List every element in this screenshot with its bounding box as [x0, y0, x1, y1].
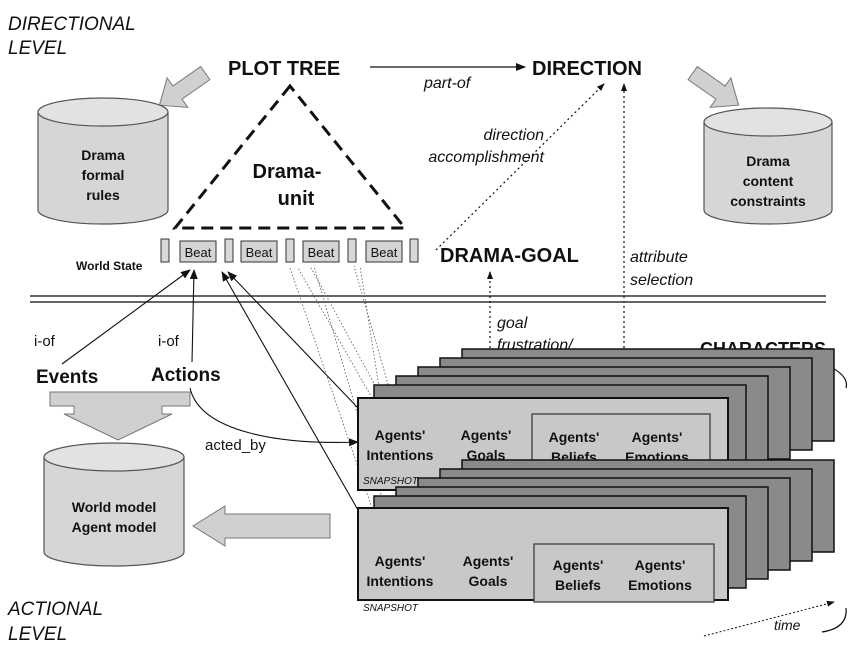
agents-emotions-line1: Agents': [635, 557, 686, 573]
world-state-slot: [160, 238, 170, 263]
world-model-line1: World model: [72, 499, 157, 515]
world-model-line2: Agent model: [72, 519, 157, 535]
beat-box-label: Beat: [308, 245, 335, 260]
directional-level-label-line1: DIRECTIONAL: [8, 14, 136, 35]
agents-beliefs-line2: Beliefs: [555, 577, 601, 593]
direction-accomplishment-arrow: [435, 83, 605, 251]
big-arrow-to-formal-rules: [158, 65, 211, 108]
beat-box: [365, 240, 403, 263]
beat-box-label: Beat: [371, 245, 398, 260]
attribute-selection-line2: selection: [630, 272, 693, 289]
agents-beliefs-line1: Agents': [553, 557, 604, 573]
snapshot-label: SNAPSHOT: [363, 603, 419, 614]
directional-level-label-line2: LEVEL: [8, 38, 67, 59]
agents-intentions-line2: Intentions: [367, 573, 434, 589]
world-state-slot: [409, 238, 419, 263]
snapshot-card-lower: Agents' Intentions Agents' Goals Agents'…: [357, 507, 729, 614]
agents-intentions-line1: Agents': [375, 553, 426, 569]
snapshot-dotted-link: [309, 265, 383, 399]
world-state-slot: [285, 238, 295, 263]
actions-to-beat-arrow: [189, 269, 198, 363]
i-of-actions-label: i-of: [158, 333, 180, 350]
actional-level-label-line1: ACTIONAL: [7, 599, 103, 620]
snapshot1-to-beat-line: [227, 271, 359, 409]
beat-box-label: Beat: [246, 245, 273, 260]
attribute-selection-line1: attribute: [630, 249, 688, 266]
drama-unit-label-line1: Drama-: [253, 161, 322, 183]
beat-box-label: Beat: [185, 245, 212, 260]
acted-by-label: acted_by: [205, 437, 266, 454]
world-state-slot: [347, 238, 357, 263]
snapshot2-to-beat-line: [221, 271, 359, 511]
world-model-cylinder: World model Agent model: [43, 442, 185, 567]
world-state-label: World State: [76, 259, 143, 273]
plot-tree-label: PLOT TREE: [228, 58, 340, 80]
drama-content-constraints-line3: constraints: [730, 193, 806, 209]
events-label: Events: [36, 367, 98, 388]
drama-content-constraints-cylinder: Drama content constraints: [703, 107, 833, 225]
world-state-slot: [224, 238, 234, 263]
characters-brace-bottom: [821, 607, 847, 633]
drama-formal-rules-cylinder: Drama formal rules: [37, 97, 169, 225]
beliefs-emotions-box: [533, 543, 715, 603]
drama-goal-label: DRAMA-GOAL: [440, 245, 579, 267]
snapshot-dotted-link: [359, 265, 399, 509]
agents-intentions-line2: Intentions: [367, 447, 434, 463]
direction-accomplishment-line2: accomplishment: [428, 149, 544, 166]
drama-formal-rules-line3: rules: [86, 187, 120, 203]
direction-label: DIRECTION: [532, 58, 642, 80]
beat-box: [302, 240, 340, 263]
agents-goals-line1: Agents': [463, 553, 514, 569]
time-label: time: [774, 617, 801, 633]
snapshot-label: SNAPSHOT: [363, 476, 419, 487]
actional-level-label-line2: LEVEL: [8, 624, 67, 645]
snapshot-dotted-link: [297, 267, 373, 399]
snapshot-dotted-link: [353, 265, 393, 399]
agents-goals-line2: Goals: [469, 573, 508, 589]
acted-by-arrow: [189, 387, 359, 447]
drama-unit-triangle: [171, 83, 409, 230]
agents-goals-line1: Agents': [461, 427, 512, 443]
agents-intentions-line1: Agents': [375, 427, 426, 443]
agents-emotions-line2: Emotions: [628, 577, 692, 593]
events-to-beat-arrow: [61, 269, 191, 365]
agents-beliefs-line1: Agents': [549, 429, 600, 445]
agents-emotions-line1: Agents': [632, 429, 683, 445]
beat-row: Beat Beat Beat Beat: [160, 238, 419, 263]
drama-formal-rules-line1: Drama: [81, 147, 125, 163]
big-arrow-from-snapshots: [192, 505, 331, 547]
drama-formal-rules-line2: formal: [82, 167, 125, 183]
beat-box: [179, 240, 217, 263]
goal-frustration-line1: goal: [497, 315, 528, 332]
beat-box: [240, 240, 278, 263]
drama-content-constraints-line1: Drama: [746, 153, 790, 169]
time-arrow: [703, 600, 835, 637]
direction-accomplishment-line1: direction: [484, 127, 545, 144]
big-arrow-to-world-model: [49, 391, 191, 441]
big-arrow-to-content-constraints: [687, 65, 740, 108]
actions-label: Actions: [151, 365, 221, 386]
i-of-events-label: i-of: [34, 333, 56, 350]
drama-unit-label-line2: unit: [278, 188, 315, 210]
agents-goals-line2: Goals: [467, 447, 506, 463]
part-of-label: part-of: [423, 75, 472, 92]
drama-content-constraints-line2: content: [743, 173, 794, 189]
